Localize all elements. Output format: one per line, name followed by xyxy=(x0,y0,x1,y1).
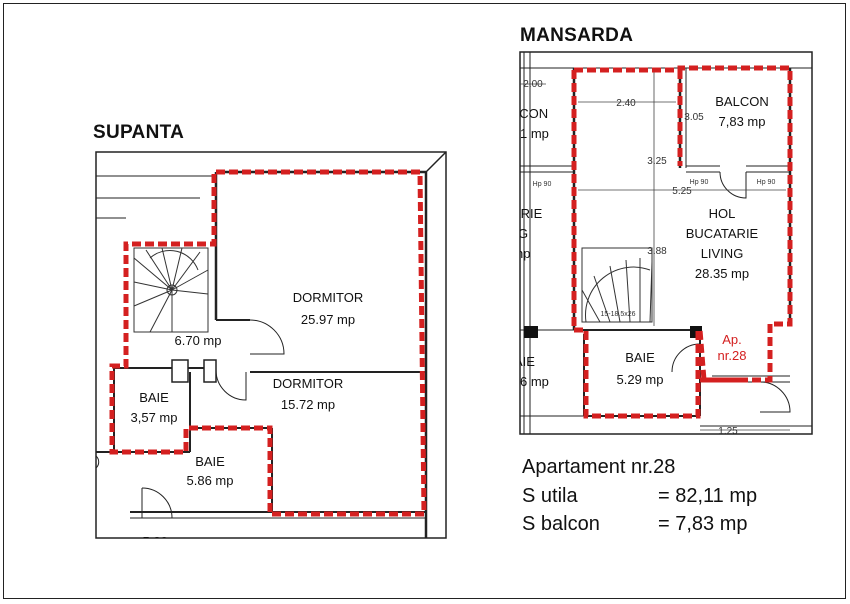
supanta-room-3-name: DORMITOR xyxy=(273,376,344,391)
dimension-label: 1.25 xyxy=(718,426,738,437)
apartment-label-line-2: nr.28 xyxy=(718,348,747,363)
spiral-stair xyxy=(133,247,209,333)
dimension-label: 2.40 xyxy=(616,98,636,109)
supanta-room-5-name: BAIE xyxy=(195,454,225,469)
hp-label: Hp 90 xyxy=(533,181,552,188)
mansarda-outline xyxy=(571,65,793,419)
mansarda-room-2-line-3: LIVING xyxy=(701,246,744,261)
supanta-title: SUPANTA xyxy=(93,122,185,143)
mansarda-room-2-line-1: HOL xyxy=(709,206,736,221)
mansarda-room-3-area: 5.29 mp xyxy=(617,372,664,387)
supanta-cut-label-clip: 5.89 mp xyxy=(143,534,190,549)
supanta-room-3-area: 15.72 mp xyxy=(281,397,335,412)
cut-label: AIE xyxy=(514,354,535,369)
supanta-room-5-area: 5.86 mp xyxy=(187,473,234,488)
mansarda-title: MANSARDA xyxy=(520,25,634,46)
dimension-label: 3.05 xyxy=(684,112,704,123)
cut-label: ARIE xyxy=(512,206,543,221)
supanta-room-4-area: 3,57 mp xyxy=(131,410,178,425)
sheet-border xyxy=(3,3,846,599)
summary-label-balcon: S balcon xyxy=(522,513,600,535)
mansarda-room-1-area: 7,83 mp xyxy=(719,114,766,129)
hp-label: Hp 90 xyxy=(757,179,776,186)
supanta-room-1-name: DORMITOR xyxy=(293,290,364,305)
cut-label: np xyxy=(516,246,530,261)
cut-label: 6 mp xyxy=(520,374,549,389)
dimension-label: 3.88 xyxy=(647,246,667,257)
cut-label: G xyxy=(518,226,528,241)
hp-label: Hp 90 xyxy=(690,179,709,186)
apartment-label-line-1: Ap. xyxy=(722,332,742,347)
mansarda-room-2-area: 28.35 mp xyxy=(695,266,749,281)
summary-label-utila: S utila xyxy=(522,485,578,507)
summary-value-utila: = 82,11 mp xyxy=(658,485,758,507)
supanta-room-2-area: 6.70 mp xyxy=(175,333,222,348)
dimension-label: 2.00 xyxy=(523,79,543,90)
mansarda-cut-labels-clip: LCON 1 mp ARIE G np AIE 6 mp xyxy=(512,106,549,389)
cut-label: LCON xyxy=(512,106,548,121)
supanta-outline xyxy=(109,169,427,517)
mansarda-stair xyxy=(581,247,653,323)
dimension-label: 5.25 xyxy=(672,186,692,197)
cut-label: 1 mp xyxy=(520,126,549,141)
mansarda-dimension-lines xyxy=(520,72,790,431)
supanta-cut-label: 5.89 mp xyxy=(143,534,190,549)
mansarda-room-1-name: BALCON xyxy=(715,94,768,109)
mansarda-room-2-line-2: BUCATARIE xyxy=(686,226,759,241)
summary-value-balcon: = 7,83 mp xyxy=(658,513,748,535)
mansarda-frame xyxy=(519,51,813,435)
mansarda-room-3-name: BAIE xyxy=(625,350,655,365)
supanta-room-4-name: BAIE xyxy=(139,390,169,405)
supanta-room-1-area: 25.97 mp xyxy=(301,312,355,327)
stair-spec-label: 15-18.5x26 xyxy=(600,311,635,318)
summary-heading: Apartament nr.28 xyxy=(522,456,676,478)
dimension-label: 3.25 xyxy=(647,156,667,167)
